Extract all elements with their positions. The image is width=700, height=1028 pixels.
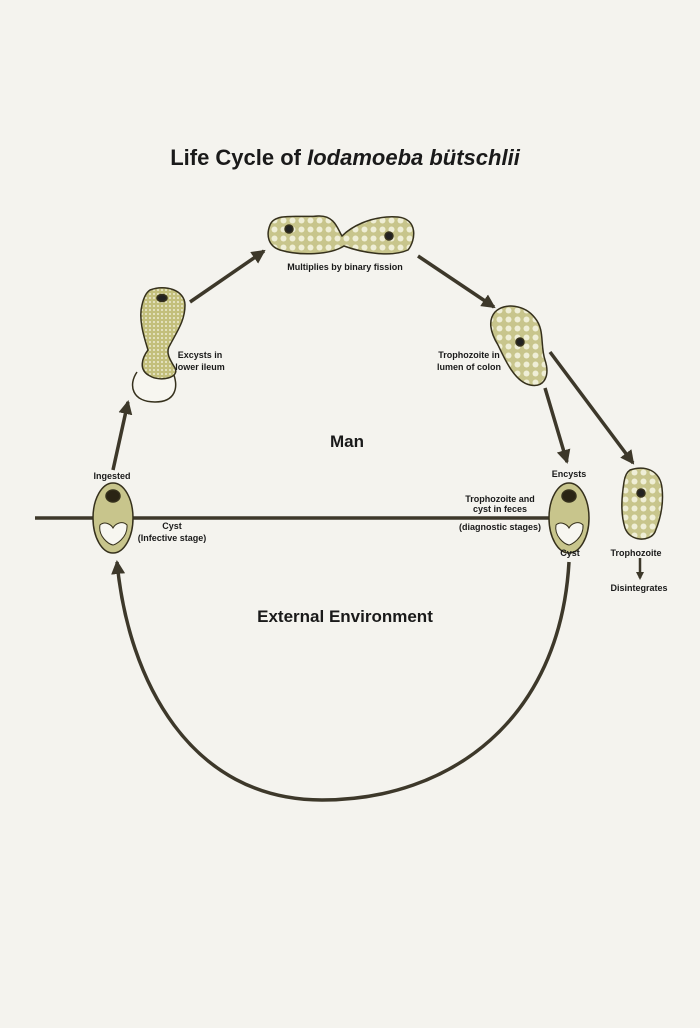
nucleus xyxy=(284,224,294,234)
glycogen-vacuole xyxy=(555,522,584,546)
region-external: External Environment xyxy=(257,607,433,626)
diagram-title: Life Cycle of Iodamoeba bütschlii xyxy=(170,145,521,170)
arrow-excyst-to-fission xyxy=(189,249,266,304)
arrow-fission-to-trophozoite xyxy=(417,254,496,309)
label-trophozoite-colon-1: Trophozoite in xyxy=(438,350,500,360)
label-excysts-1: Excysts in xyxy=(178,350,223,360)
label-trophozoite: Trophozoite xyxy=(611,548,662,558)
label-binary-fission: Multiplies by binary fission xyxy=(287,262,403,272)
label-excysts-2: lower ileum xyxy=(175,362,225,372)
glycogen-vacuole xyxy=(99,522,128,546)
arrow-trophozoite-to-encysts xyxy=(543,387,571,464)
arrow-ingested-to-excyst xyxy=(111,400,133,471)
nucleus xyxy=(561,489,577,503)
label-feces-2: cyst in feces xyxy=(473,504,527,514)
nucleus xyxy=(384,231,394,241)
label-ingested: Ingested xyxy=(93,471,130,481)
arrow-external-return xyxy=(111,560,571,802)
label-encysts: Encysts xyxy=(552,469,587,479)
label-cyst-left: Cyst xyxy=(162,521,182,531)
fecal-trophozoite xyxy=(621,467,664,540)
nucleus xyxy=(105,489,121,503)
nucleus xyxy=(515,337,525,347)
label-feces-1: Trophozoite and xyxy=(465,494,535,504)
label-trophozoite-colon-2: lumen of colon xyxy=(437,362,501,372)
nucleus xyxy=(636,488,646,498)
label-cyst-right: Cyst xyxy=(560,548,580,558)
nucleus xyxy=(156,293,168,303)
label-diagnostic: (diagnostic stages) xyxy=(459,522,541,532)
binary-fission-cell xyxy=(267,215,415,255)
excysting-trophozoite xyxy=(140,286,186,380)
label-disintegrates: Disintegrates xyxy=(610,583,667,593)
label-infective-stage: (Infective stage) xyxy=(138,533,207,543)
arrow-trophozoite-to-feces xyxy=(548,350,635,465)
region-man: Man xyxy=(330,432,364,451)
